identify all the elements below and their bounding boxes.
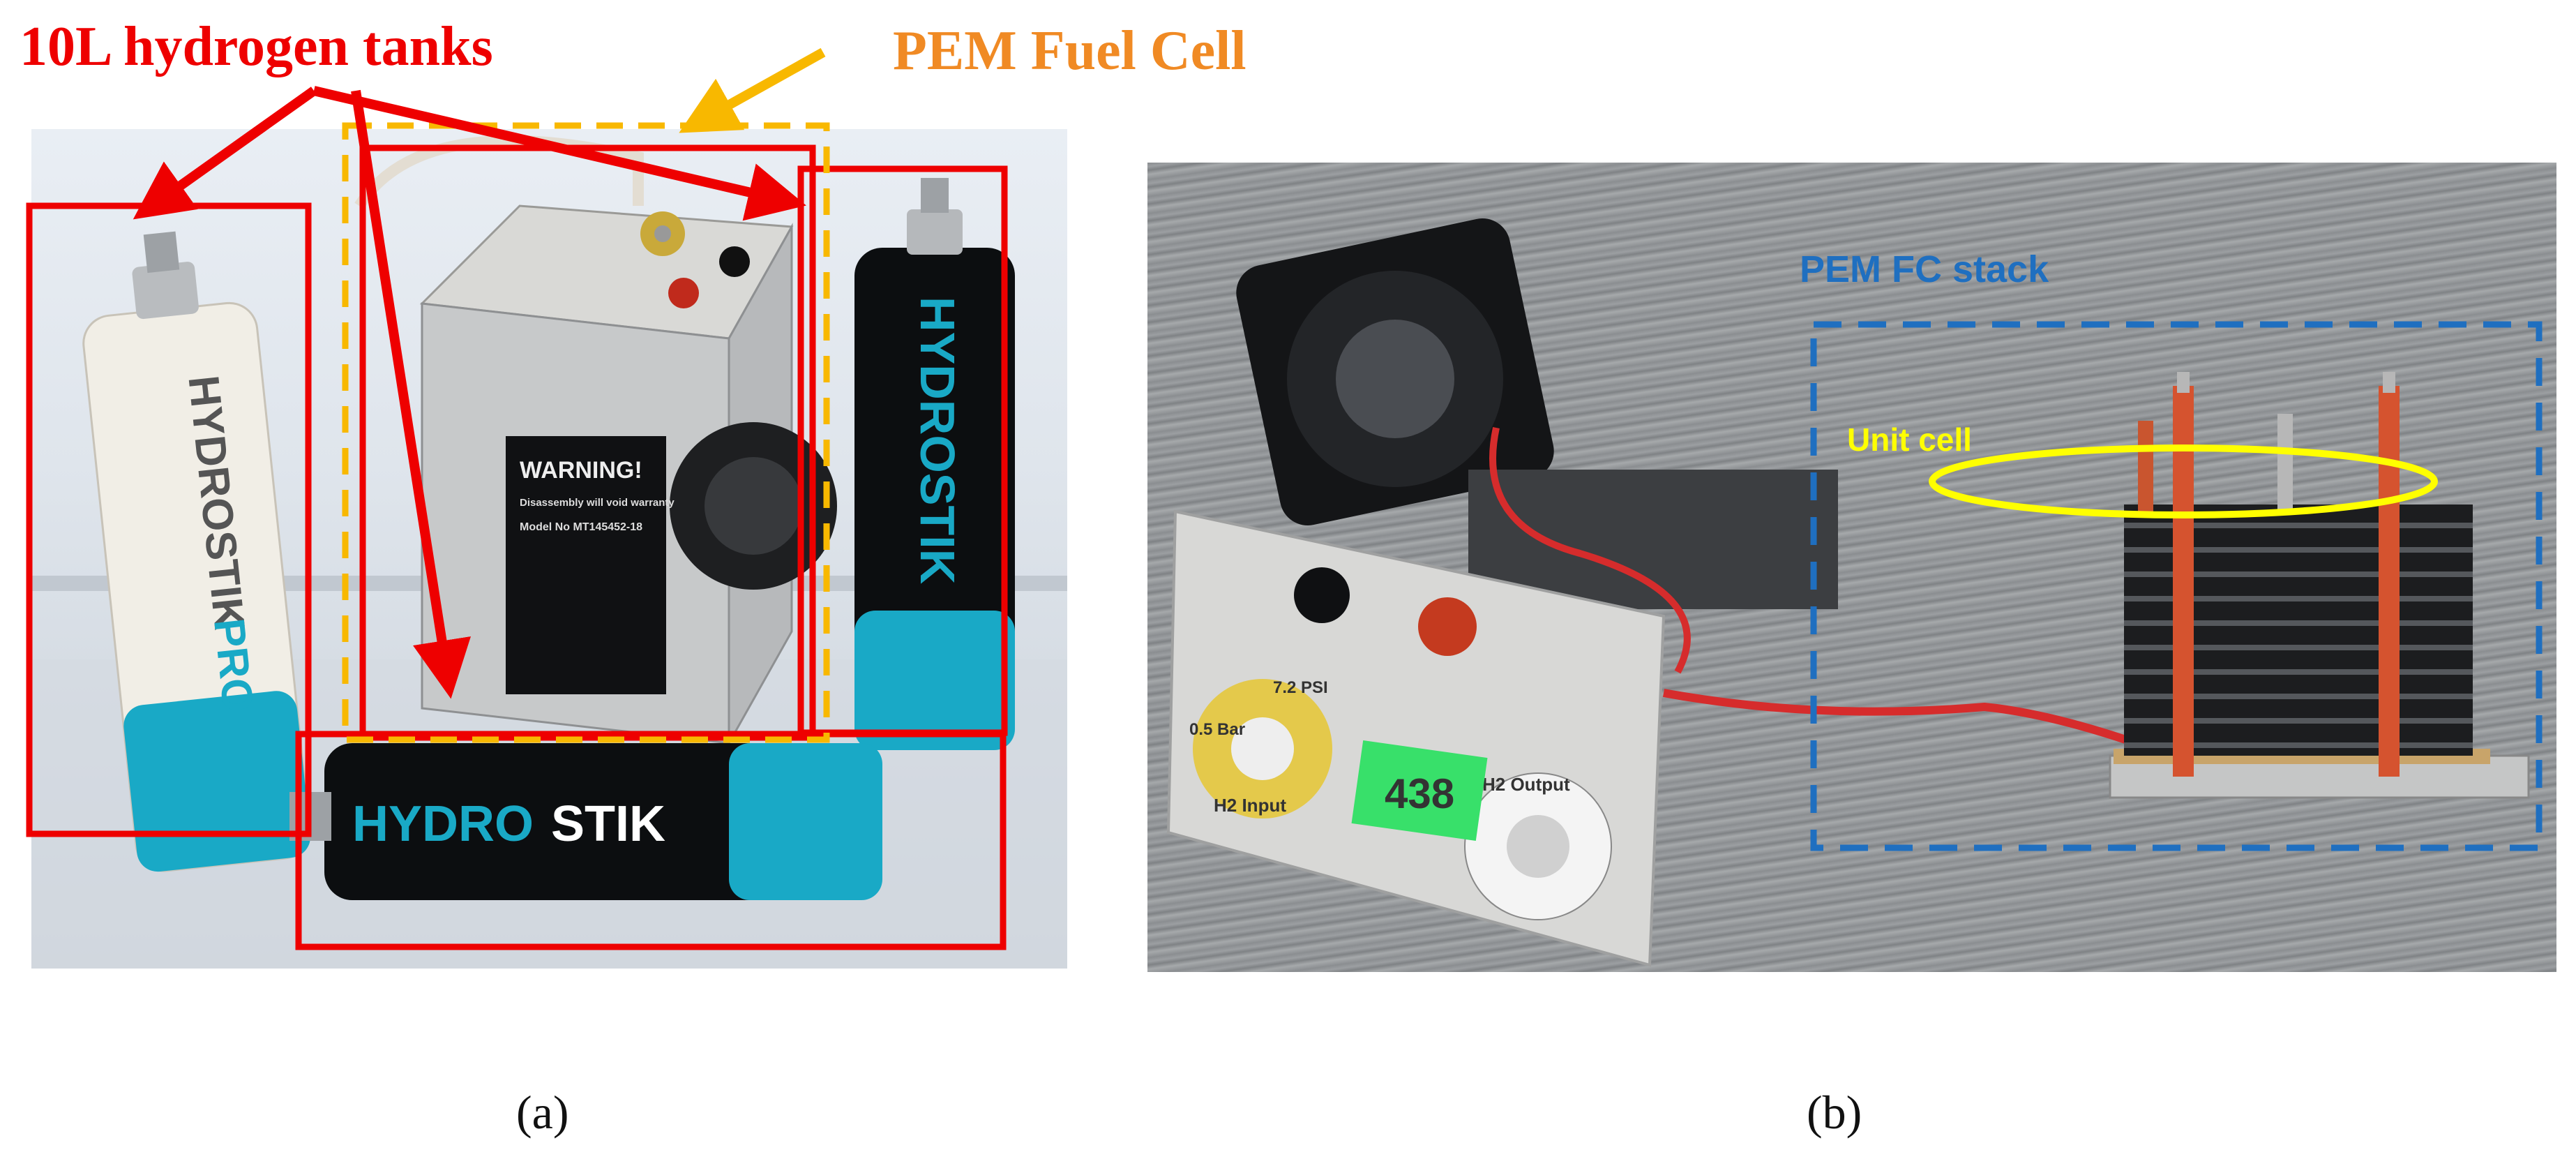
fan-wire	[1489, 426, 1691, 674]
warning-label-model: Model No MT145452-18	[520, 521, 642, 533]
panel-a-illustration: HYDROSTIK PRO WARNING! Disassembly will …	[31, 135, 1067, 969]
fuel-cell-stack	[2109, 372, 2530, 799]
tank-brand-bottom-b: STIK	[551, 796, 665, 852]
plate-pressure-bar: 0.5 Bar	[1189, 720, 1245, 739]
label-unit-cell: Unit cell	[1847, 421, 1972, 458]
tank-brand-right: HYDROSTIK	[910, 297, 965, 584]
end-plate: H2 Input 0.5 Bar 7.2 PSI H2 Output 438	[1166, 509, 1666, 967]
tie-rod	[2379, 386, 2400, 777]
plate-h2-output: H2 Output	[1482, 774, 1570, 795]
tag-sticker	[1351, 740, 1488, 841]
label-pem-fuel-cell: PEM Fuel Cell	[893, 20, 1246, 82]
plate-pressure-psi: 7.2 PSI	[1273, 678, 1328, 697]
photo-panel-a: HYDROSTIK PRO WARNING! Disassembly will …	[31, 129, 1067, 969]
arrow-to-pem	[679, 47, 826, 133]
warning-label-text: Disassembly will void warranty	[520, 497, 675, 509]
tag-number: 438	[1385, 770, 1454, 817]
tie-rod	[2173, 386, 2194, 777]
caption-a: (a)	[516, 1086, 569, 1139]
tank-suffix-left: PRO	[204, 616, 262, 715]
pem-fuel-cell-device: WARNING! Disassembly will void warranty …	[354, 135, 837, 747]
warning-label-title: WARNING!	[520, 457, 642, 484]
stack-wire	[1662, 689, 2154, 753]
label-hydrogen-tanks: 10L hydrogen tanks	[20, 16, 493, 77]
plate-h2-input: H2 Input	[1214, 795, 1286, 816]
tank-brand-bottom-a: HYDRO	[352, 796, 534, 852]
caption-b: (b)	[1807, 1086, 1862, 1139]
label-pem-fc-stack: PEM FC stack	[1800, 248, 2049, 290]
black-hydrogen-tank-horizontal: HYDRO STIK	[289, 743, 882, 900]
cooling-fan	[1236, 218, 1554, 525]
tubing	[354, 135, 644, 209]
black-hydrogen-tank-upright: HYDROSTIK	[854, 178, 1015, 750]
